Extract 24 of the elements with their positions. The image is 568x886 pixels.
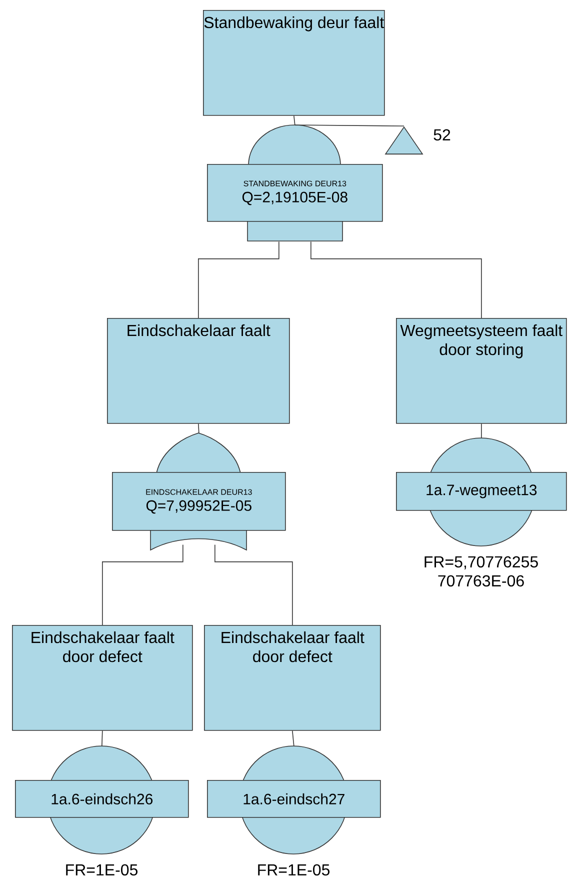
connector-line	[198, 241, 280, 318]
connector-line	[310, 241, 482, 318]
event-box: Standbewaking deur faalt	[203, 10, 385, 116]
connector-line	[294, 124, 404, 126]
connector-line	[214, 544, 293, 626]
connector-line	[481, 423, 482, 438]
transfer-number: 52	[434, 129, 450, 141]
event-box: Eindschakelaar faalt door defect	[12, 625, 193, 731]
basic-event: 1a.6-eindsch26	[15, 746, 189, 854]
connector-line	[198, 423, 200, 434]
basic-event: 1a.7-wegmeet13	[396, 438, 567, 546]
event-box: Eindschakelaar faalt	[107, 318, 290, 424]
connector-line	[102, 730, 103, 746]
connector-line	[102, 544, 184, 626]
connector-line	[294, 115, 296, 126]
failure-rate: FR=1E-05	[258, 864, 330, 876]
connector-line	[292, 730, 294, 746]
event-box: Eindschakelaar faalt door defect	[204, 625, 381, 731]
or-gate: EINDSCHAKELAAR DEUR13 Q=7,99952E-05	[112, 432, 286, 550]
and-gate: STANDBEWAKING DEUR13 Q=2,19105E-08	[207, 124, 383, 242]
basic-event: 1a.6-eindsch27	[207, 746, 381, 854]
event-box: Wegmeetsysteem faalt door storing	[396, 318, 567, 424]
failure-rate: FR=1E-05	[66, 864, 138, 876]
failure-rate: FR=5,70776255 707763E-06	[424, 556, 538, 587]
